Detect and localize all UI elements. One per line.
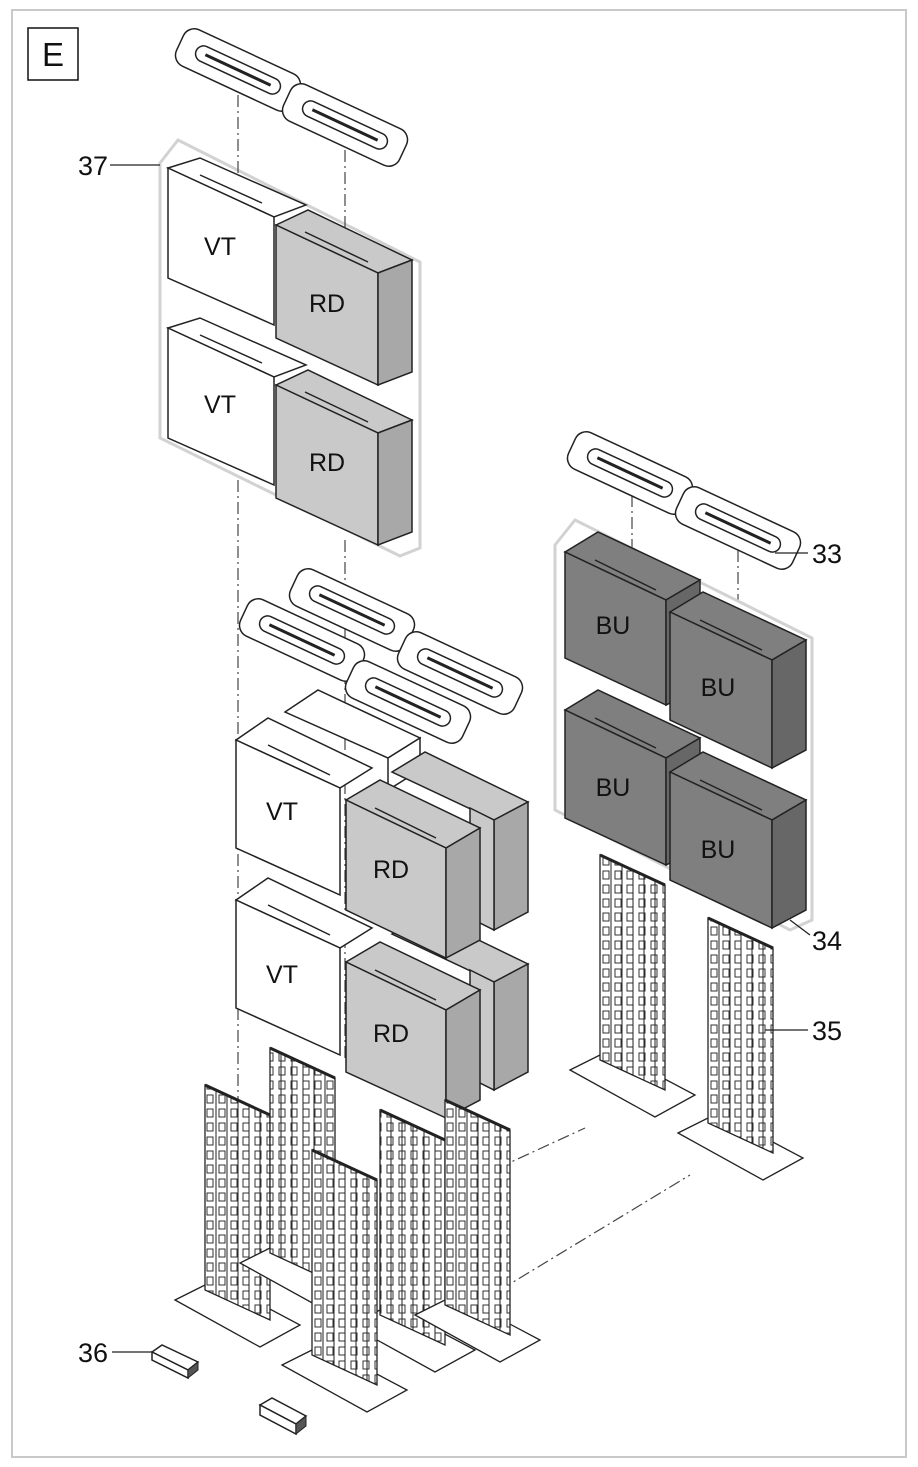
lid-right-2 xyxy=(674,486,802,570)
bu-label: BU xyxy=(596,612,631,640)
bu-label: BU xyxy=(596,774,631,802)
lid-right-1 xyxy=(566,431,694,515)
callout-34: 34 xyxy=(789,919,842,956)
module-rd-top-2: RD xyxy=(274,369,414,547)
group-34-outline xyxy=(553,518,814,932)
vt-label: VT xyxy=(204,391,236,419)
cable-rack xyxy=(413,1098,542,1363)
end-cap-1 xyxy=(150,1344,200,1380)
vt-label: VT xyxy=(266,961,298,989)
lid-top-left-2 xyxy=(281,83,409,167)
callout-33-label: 33 xyxy=(812,539,842,569)
lid-middle-2 xyxy=(238,598,366,682)
panel-letter: E xyxy=(42,36,64,73)
bu-label: BU xyxy=(701,836,736,864)
rd-label: RD xyxy=(373,1020,409,1048)
end-cap-2 xyxy=(258,1397,308,1436)
callout-37-label: 37 xyxy=(78,151,108,181)
cable-rack xyxy=(348,1108,477,1373)
lid-middle-3 xyxy=(396,631,524,715)
vt-label: VT xyxy=(266,798,298,826)
callout-33: 33 xyxy=(775,539,842,569)
rd-label: RD xyxy=(309,449,345,477)
cable-racks xyxy=(173,853,805,1413)
module-rd-middle-2: RD xyxy=(344,941,482,1120)
bu-label: BU xyxy=(701,674,736,702)
callout-36: 36 xyxy=(78,1338,152,1368)
rd-label: RD xyxy=(309,290,345,318)
lid-middle-1 xyxy=(288,568,416,652)
vt-label: VT xyxy=(204,233,236,261)
module-bu-2: BU xyxy=(668,591,808,770)
module-vt-top-1: VT xyxy=(165,157,308,327)
lid-middle-4 xyxy=(344,660,472,744)
cable-rack xyxy=(280,1148,409,1413)
panel-letter-box: E xyxy=(27,27,79,81)
cable-rack xyxy=(676,916,805,1181)
module-bu-4: BU xyxy=(668,751,808,930)
module-rd-middle-1: RD xyxy=(344,779,482,960)
callout-34-label: 34 xyxy=(812,926,842,956)
rd-label: RD xyxy=(373,856,409,884)
module-vt-middle-1: VT xyxy=(234,717,374,897)
callout-36-label: 36 xyxy=(78,1338,108,1368)
module-rd-middle-back-1 xyxy=(390,751,530,932)
cable-rack xyxy=(568,853,697,1118)
callout-35: 35 xyxy=(765,1016,842,1046)
callout-37: 37 xyxy=(78,151,160,181)
module-rd-top-1: RD xyxy=(274,209,414,387)
module-vt-middle-2: VT xyxy=(234,877,374,1057)
callout-35-label: 35 xyxy=(812,1016,842,1046)
module-vt-top-2: VT xyxy=(165,317,308,487)
group-37-outline xyxy=(158,138,422,558)
